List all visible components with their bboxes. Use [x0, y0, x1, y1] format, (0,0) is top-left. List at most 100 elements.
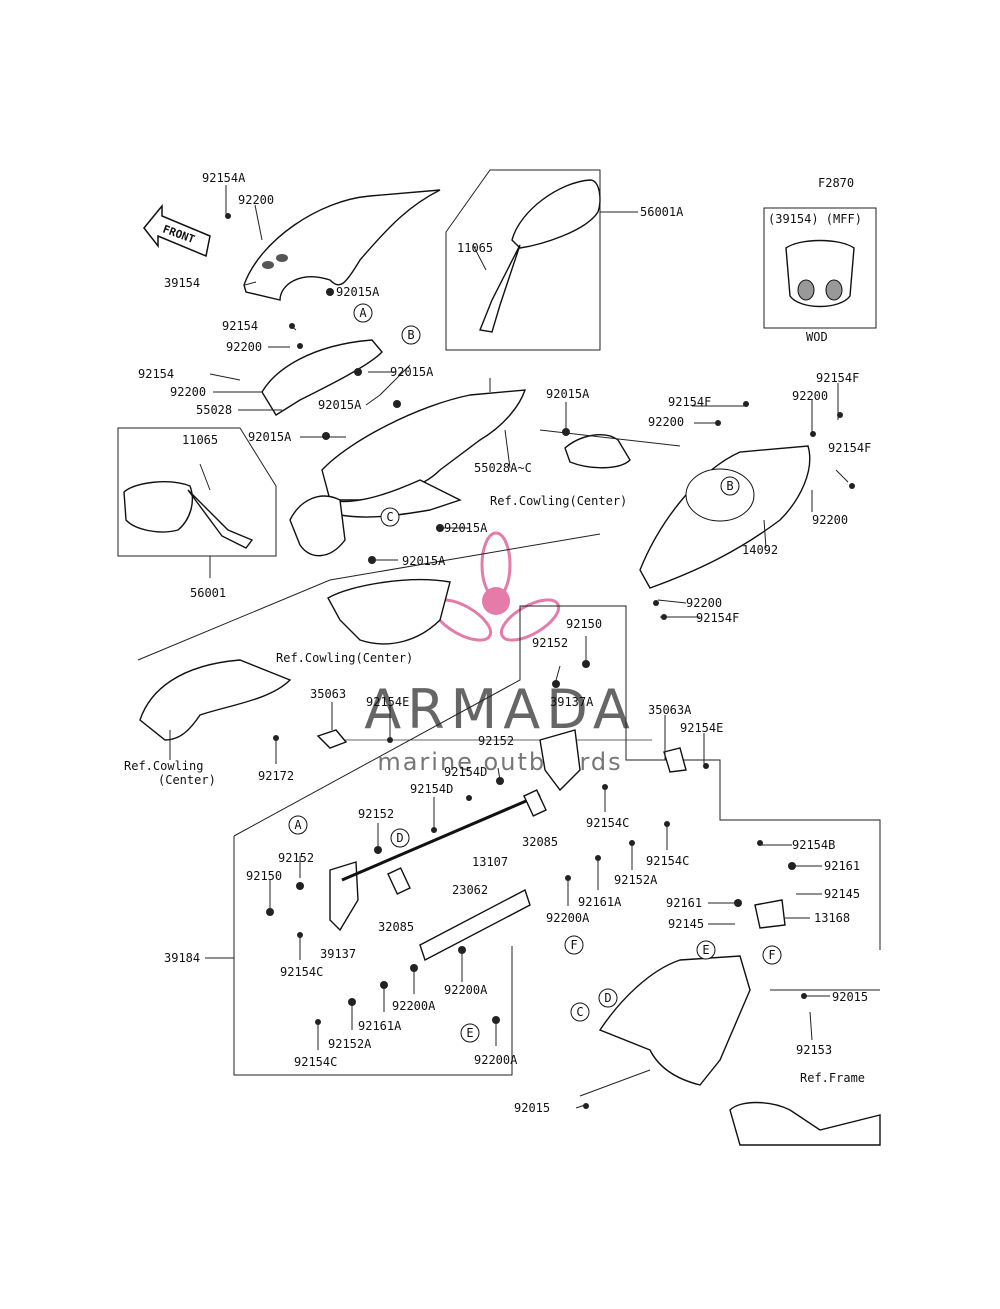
label-92015A-b: 92015A [390, 365, 434, 379]
label-92200A-b: 92200A [444, 983, 488, 997]
label-92150-a: 92150 [566, 617, 602, 631]
label-92200A-a: 92200A [546, 911, 590, 925]
svg-text:D: D [396, 831, 403, 845]
label-92161-a: 92161 [824, 859, 860, 873]
label-56001A: 56001A [640, 205, 684, 219]
label-92150-b: 92150 [246, 869, 282, 883]
label-92015A-c: 92015A [318, 398, 362, 412]
label-92152-a: 92152 [532, 636, 568, 650]
label-92015-b: 92015 [514, 1101, 550, 1115]
label-92161A-a: 92161A [578, 895, 622, 909]
label-92145-a: 92145 [824, 887, 860, 901]
right-cowling-part [639, 445, 811, 589]
label-92200A-c: 92200A [392, 999, 436, 1013]
callout-d-stay: D [390, 828, 410, 848]
svg-text:A: A [294, 818, 302, 832]
label-ref-cowling: Ref.Cowling [124, 759, 203, 773]
callout-b-top: B [401, 325, 421, 345]
label-92154F-d: 92154F [696, 611, 739, 625]
label-14092: 14092 [742, 543, 778, 557]
label-92200-a: 92200 [238, 193, 274, 207]
fasteners [225, 213, 855, 1109]
callout-f-stay: F [564, 935, 584, 955]
label-92154A: 92154A [202, 171, 246, 185]
label-92154E-b: 92154E [680, 721, 723, 735]
label-92154F-c: 92154F [828, 441, 871, 455]
watermark-tagline: marine outboards [377, 748, 622, 776]
label-92015A-f: 92015A [444, 521, 488, 535]
label-92154C-a: 92154C [586, 816, 629, 830]
label-92154-b: 92154 [138, 367, 174, 381]
svg-text:A: A [359, 306, 367, 320]
clamp-part [387, 867, 411, 895]
inset-footer: WOD [806, 330, 828, 344]
callout-f-frame: F [762, 945, 782, 965]
bracket-35063a-part [663, 747, 687, 773]
clamp-b-part [523, 789, 547, 817]
svg-text:C: C [576, 1005, 583, 1019]
label-92154C-d: 92154C [294, 1055, 337, 1069]
rod-part [341, 793, 541, 882]
label-92015A-e: 92015A [248, 430, 292, 444]
label-55028AC: 55028A~C [474, 461, 532, 475]
label-92200-b: 92200 [226, 340, 262, 354]
frame-part [729, 1101, 881, 1146]
bracket-part [329, 861, 359, 932]
label-39137A: 39137A [550, 695, 594, 709]
label-56001: 56001 [190, 586, 226, 600]
label-32085-a: 32085 [522, 835, 558, 849]
figure-code: F2870 [818, 176, 854, 190]
label-92172: 92172 [258, 769, 294, 783]
label-39137: 39137 [320, 947, 356, 961]
part-labels: 92154A 92200 39154 92015A 56001A 11065 9… [124, 171, 871, 1115]
label-92154E-a: 92154E [366, 695, 409, 709]
label-92152-d: 92152 [278, 851, 314, 865]
inset-box [763, 207, 877, 329]
callout-b-right: B [720, 476, 740, 496]
label-92154B: 92154B [792, 838, 835, 852]
label-92015-a: 92015 [832, 990, 868, 1004]
mirror-box-right [445, 169, 601, 351]
upper-panel-part [261, 339, 383, 416]
label-92154D-a: 92154D [444, 765, 487, 779]
label-92152-b: 92152 [478, 734, 514, 748]
callout-a-stay: A [288, 815, 308, 835]
label-92015A-a: 92015A [336, 285, 380, 299]
label-92145-b: 92145 [668, 917, 704, 931]
svg-text:E: E [702, 943, 709, 957]
svg-text:E: E [466, 1026, 473, 1040]
front-arrow-icon [143, 203, 211, 258]
label-11065-a: 11065 [457, 241, 493, 255]
label-92200-f: 92200 [812, 513, 848, 527]
bracket-35063-part [316, 729, 348, 749]
label-92154D-b: 92154D [410, 782, 453, 796]
svg-text:B: B [407, 328, 414, 342]
mirror-box-left [117, 427, 277, 557]
label-23062: 23062 [452, 883, 488, 897]
upper-cowling-part [289, 389, 527, 557]
label-92152-c: 92152 [358, 807, 394, 821]
label-92200A-d: 92200A [474, 1053, 518, 1067]
label-92200-g: 92200 [686, 596, 722, 610]
bracket-13168-part [754, 899, 786, 929]
label-92152A-b: 92152A [328, 1037, 372, 1051]
stay-box [233, 605, 881, 950]
label-ref-frame: Ref.Frame [800, 1071, 865, 1085]
callout-e-stay: E [460, 1023, 480, 1043]
label-32085-b: 32085 [378, 920, 414, 934]
label-13168: 13168 [814, 911, 850, 925]
label-35063: 35063 [310, 687, 346, 701]
label-92015A-d: 92015A [546, 387, 590, 401]
label-92154F-b: 92154F [816, 371, 859, 385]
svg-text:D: D [604, 991, 611, 1005]
label-92153: 92153 [796, 1043, 832, 1057]
label-39154: 39154 [164, 276, 200, 290]
label-ref-cowling-center-2: Ref.Cowling(Center) [276, 651, 413, 665]
label-92154C-b: 92154C [646, 854, 689, 868]
frame-bracket-part [598, 955, 751, 1086]
label-92154F-a: 92154F [668, 395, 711, 409]
label-92161A-b: 92161A [358, 1019, 402, 1033]
label-92152A-a: 92152A [614, 873, 658, 887]
callout-c-mid: C [380, 507, 400, 527]
